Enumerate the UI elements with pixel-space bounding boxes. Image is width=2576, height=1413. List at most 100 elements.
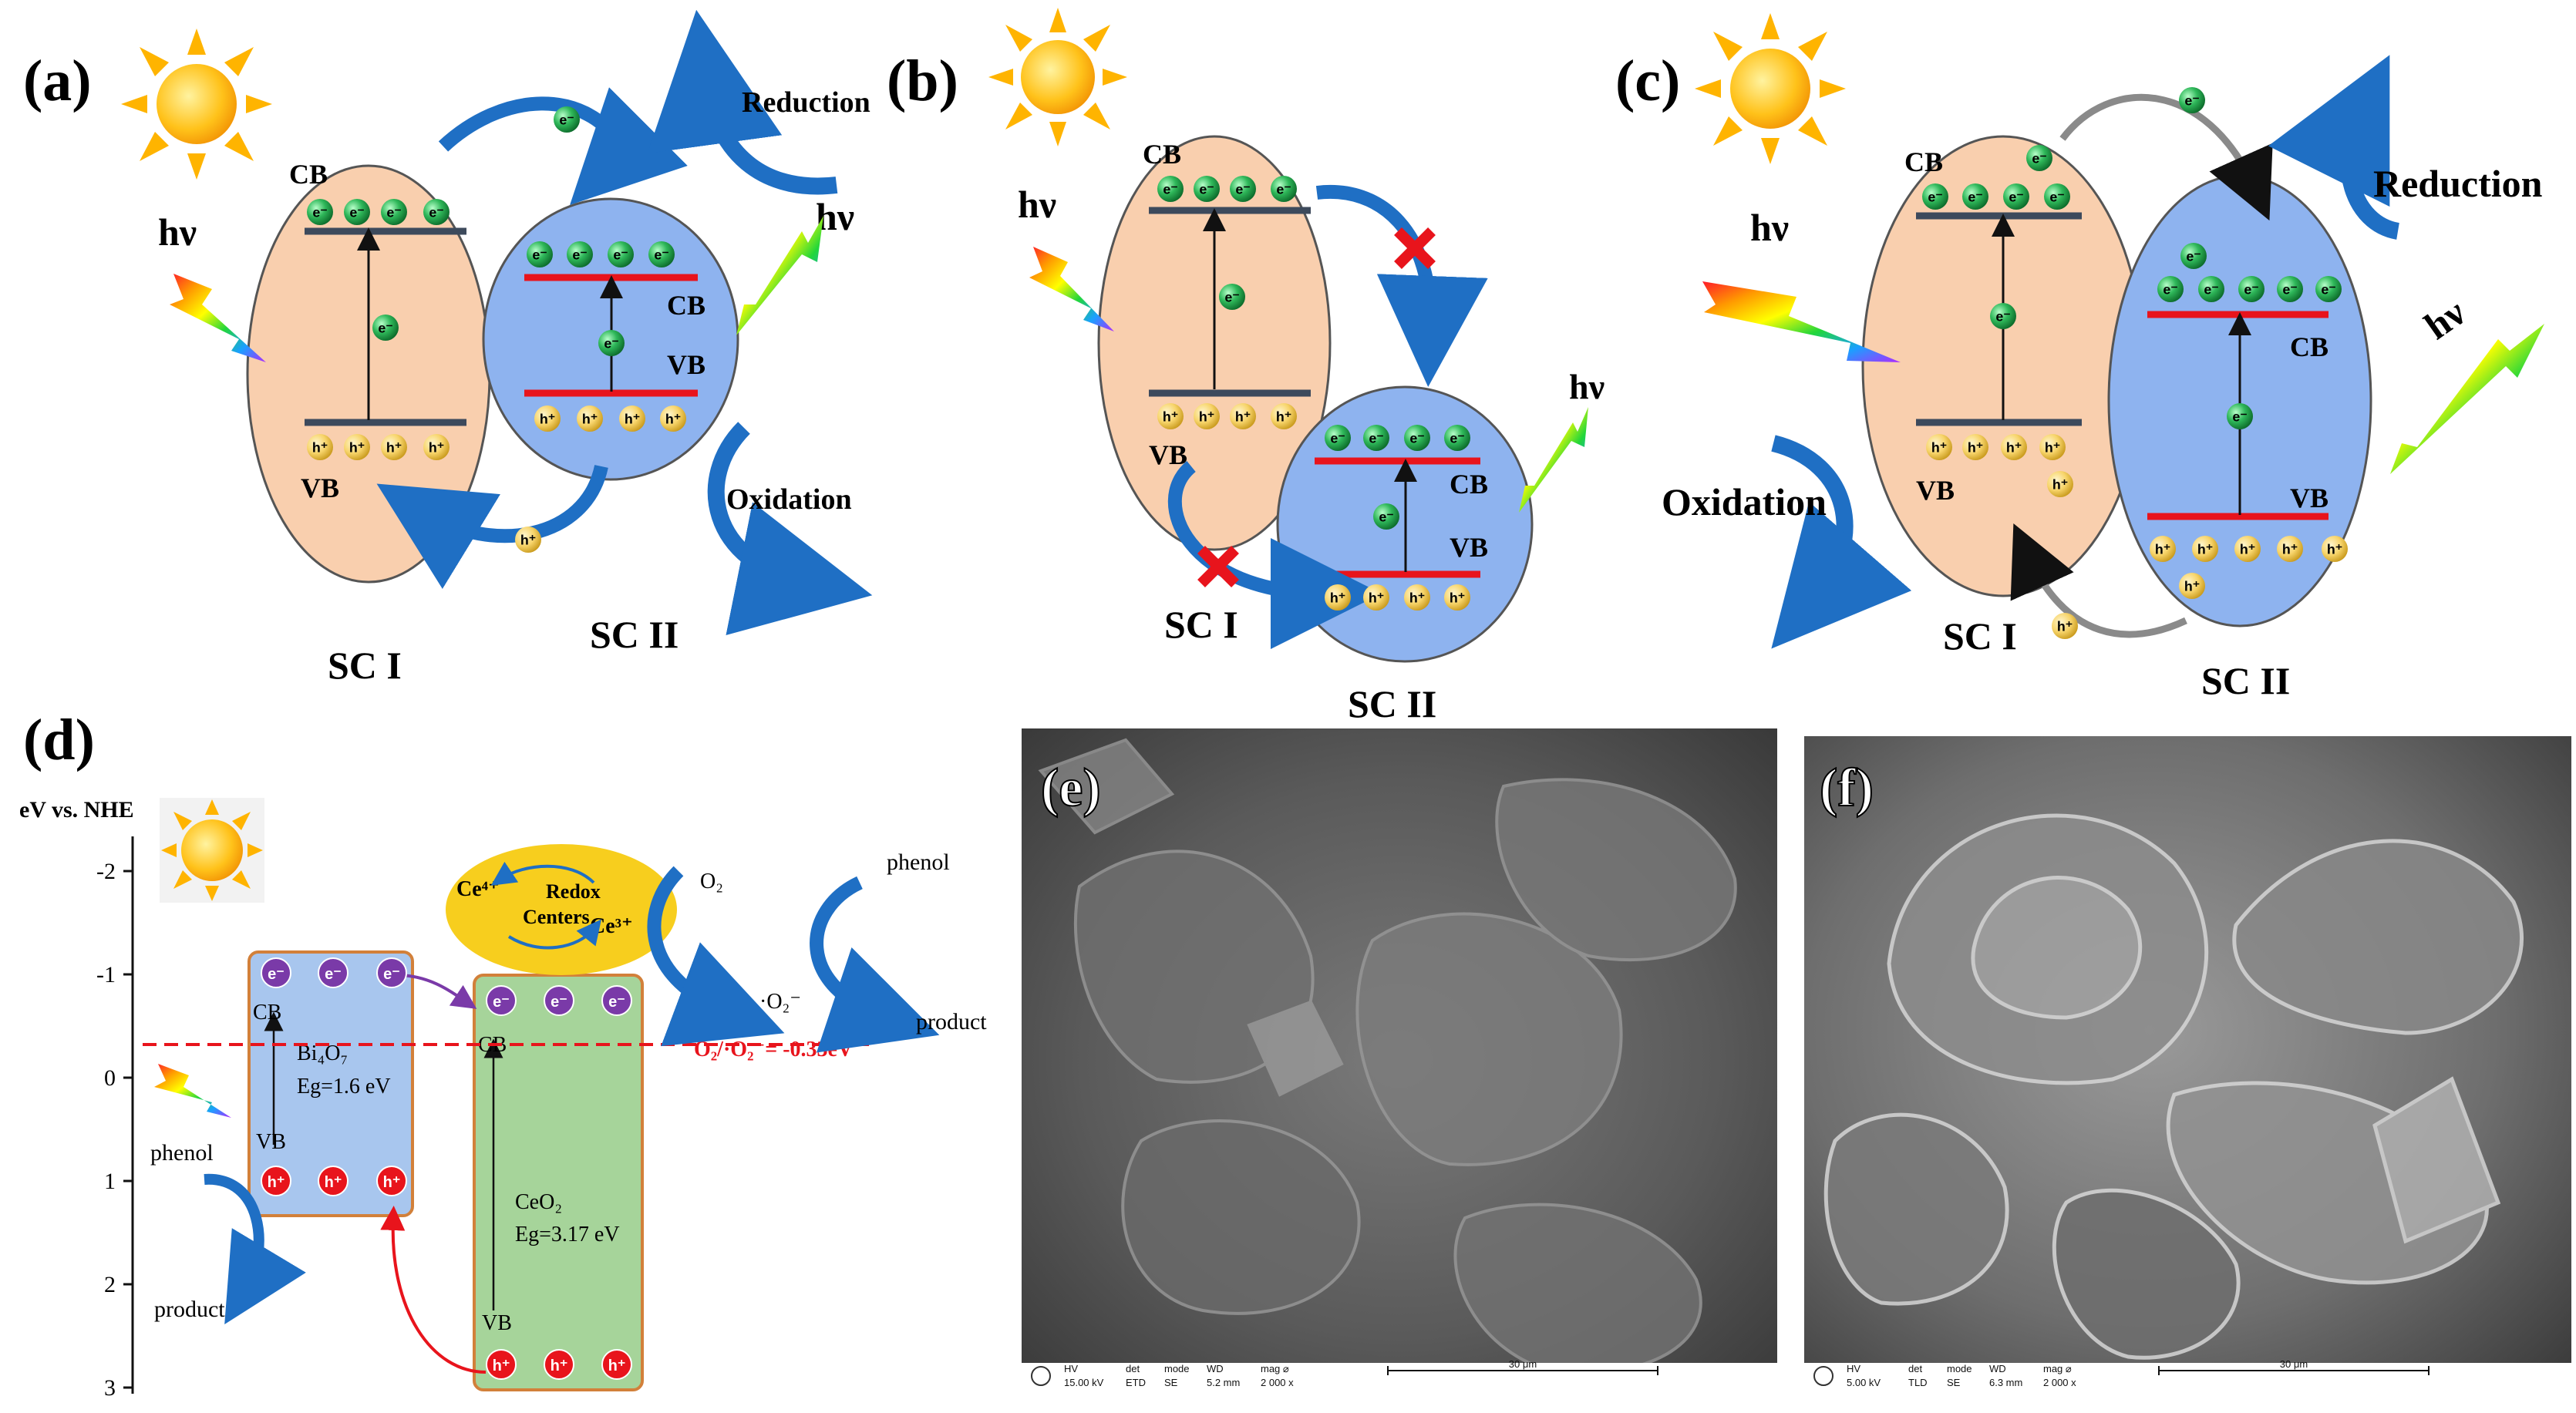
ceo2-name: CeO₂ <box>515 1190 562 1214</box>
panel-c-label: (c) <box>1615 49 1680 113</box>
electron-icon: e⁻ <box>648 241 675 267</box>
sc2-label: SC II <box>590 613 679 656</box>
sc2-vb-label: VB <box>2290 483 2329 513</box>
hole-icon: h⁺ <box>2192 536 2218 562</box>
svg-text:e⁻: e⁻ <box>572 247 587 262</box>
panel-f-label: (f) <box>1820 759 1874 818</box>
svg-text:e⁻: e⁻ <box>383 966 400 983</box>
hole-icon: h⁺ <box>2277 536 2303 562</box>
sem-info-value: 2 000 x <box>1261 1377 1294 1388</box>
electron-icon: e⁻ <box>1404 425 1430 451</box>
svg-text:e⁻: e⁻ <box>429 204 443 220</box>
svg-text:h⁺: h⁺ <box>1369 590 1384 605</box>
svg-text:h⁺: h⁺ <box>429 439 444 455</box>
hole-icon: h⁺ <box>344 434 370 460</box>
hole-icon: h⁺ <box>2001 434 2027 460</box>
sc2-cb-label: CB <box>2290 331 2329 362</box>
electron-icon: e⁻ <box>601 985 632 1016</box>
hole-icon: h⁺ <box>2039 434 2066 460</box>
axis-tick-label: -1 <box>96 962 116 987</box>
light-bolt-icon <box>2390 324 2544 474</box>
sem-info-value: SE <box>1164 1377 1178 1388</box>
svg-text:h⁺: h⁺ <box>2184 578 2200 594</box>
svg-text:h⁺: h⁺ <box>1330 590 1345 605</box>
svg-text:h⁺: h⁺ <box>1968 439 1983 455</box>
svg-text:e⁻: e⁻ <box>493 994 510 1011</box>
sun-icon <box>1695 13 1846 164</box>
svg-text:h⁺: h⁺ <box>386 439 402 455</box>
sc2-label: SC II <box>1348 682 1436 725</box>
sc2-vb-label: VB <box>1450 532 1488 563</box>
svg-text:e⁻: e⁻ <box>378 320 392 335</box>
electron-icon: e⁻ <box>2026 145 2052 171</box>
electron-icon: e⁻ <box>261 957 291 988</box>
sem-info-header: det <box>1126 1363 1140 1374</box>
panel-a: (a) CB VB CB VB SC I SC II hν hν <box>23 9 873 687</box>
svg-text:e⁻: e⁻ <box>2204 281 2218 297</box>
svg-text:e⁻: e⁻ <box>2032 150 2046 166</box>
svg-text:h⁺: h⁺ <box>2327 541 2342 557</box>
electron-icon: e⁻ <box>372 315 399 341</box>
hv-label-left: hν <box>1750 206 1789 249</box>
reduction-label: Reduction <box>2373 162 2543 205</box>
sem-info-value: 15.00 kV <box>1064 1377 1104 1388</box>
sem-info-header: WD <box>1207 1363 1224 1374</box>
o2-reduction-arrow <box>647 866 785 1047</box>
svg-text:e⁻: e⁻ <box>551 994 567 1011</box>
sem-info-value: TLD <box>1908 1377 1928 1388</box>
hole-icon: h⁺ <box>261 1166 291 1196</box>
sem-e-databar <box>1022 1363 1777 1390</box>
hole-icon: h⁺ <box>601 1349 632 1380</box>
svg-text:h⁺: h⁺ <box>1235 409 1251 424</box>
oxidation-label: Oxidation <box>1662 480 1827 523</box>
sc2-vb-label: VB <box>667 349 705 380</box>
svg-text:e⁻: e⁻ <box>2163 281 2177 297</box>
sem-info-header: mag ⌀ <box>2043 1363 2072 1374</box>
svg-text:e⁻: e⁻ <box>1163 181 1177 197</box>
light-bolt-icon <box>736 216 823 335</box>
svg-text:e⁻: e⁻ <box>349 204 364 220</box>
cross-icon <box>1197 546 1239 587</box>
svg-text:h⁺: h⁺ <box>383 1174 401 1191</box>
light-bolt-icon <box>170 274 266 362</box>
svg-text:h⁺: h⁺ <box>540 411 555 426</box>
hole-icon: h⁺ <box>534 405 561 432</box>
panel-e-label: (e) <box>1041 759 1101 818</box>
svg-text:e⁻: e⁻ <box>2186 248 2201 264</box>
electron-icon: e⁻ <box>1271 176 1297 202</box>
sem-info-header: mode <box>1947 1363 1972 1374</box>
svg-text:e⁻: e⁻ <box>1409 430 1424 446</box>
reduction-label: Reduction <box>742 86 870 119</box>
electron-icon: e⁻ <box>2044 183 2070 210</box>
electron-icon: e⁻ <box>1373 503 1399 530</box>
svg-text:e⁻: e⁻ <box>1235 181 1250 197</box>
electron-icon: e⁻ <box>1444 425 1470 451</box>
hole-icon: h⁺ <box>2322 536 2348 562</box>
hv-label-left: hν <box>158 210 197 254</box>
sem-info-header: WD <box>1989 1363 2006 1374</box>
sc2-cb-label: CB <box>667 290 705 321</box>
electron-icon: e⁻ <box>2277 276 2303 302</box>
hole-icon: h⁺ <box>307 434 333 460</box>
hole-icon: h⁺ <box>544 1349 574 1380</box>
svg-text:e⁻: e⁻ <box>1330 430 1345 446</box>
axis-tick-label: -2 <box>96 859 116 884</box>
svg-text:h⁺: h⁺ <box>349 439 365 455</box>
product-label-left: product <box>154 1297 225 1322</box>
svg-text:h⁺: h⁺ <box>2240 541 2255 557</box>
electron-icon: e⁻ <box>1230 176 1256 202</box>
electron-icon: e⁻ <box>307 199 333 225</box>
hole-icon: h⁺ <box>1194 403 1220 429</box>
svg-text:e⁻: e⁻ <box>2049 189 2064 204</box>
electron-icon: e⁻ <box>2198 276 2224 302</box>
sc2-label: SC II <box>2201 659 2290 702</box>
svg-text:e⁻: e⁻ <box>604 335 618 351</box>
hole-transfer-arrow-blocked <box>1167 461 1382 649</box>
svg-text:e⁻: e⁻ <box>325 966 342 983</box>
electron-icon: e⁻ <box>1363 425 1389 451</box>
svg-text:h⁺: h⁺ <box>625 411 640 426</box>
electron-icon: e⁻ <box>1990 303 2016 329</box>
sem-info-header: HV <box>1847 1363 1860 1374</box>
